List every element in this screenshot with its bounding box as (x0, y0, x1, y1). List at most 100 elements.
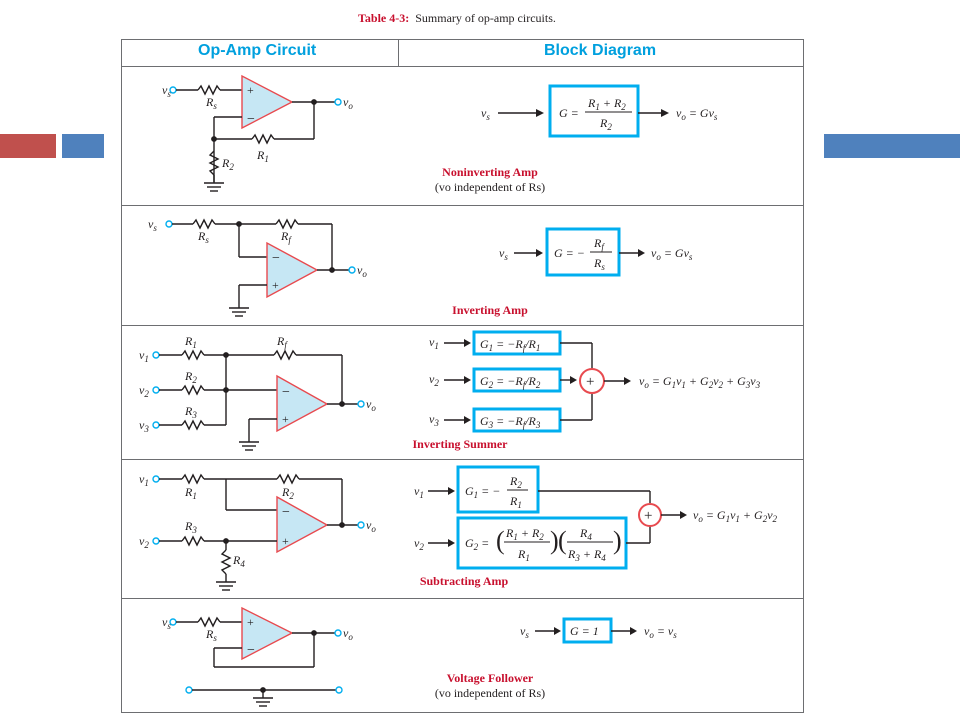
row-noninverting: + − vs Rs vo R1 R2 vs G = R1 + R2 R2 vo … (122, 67, 803, 206)
svg-text:vs: vs (520, 624, 529, 640)
svg-text:+: + (644, 508, 652, 524)
svg-text:R3: R3 (184, 519, 197, 535)
caption-subtracting: Subtracting Amp (364, 574, 564, 589)
svg-text:vs: vs (162, 615, 171, 631)
svg-text:v3: v3 (429, 412, 439, 428)
svg-text:vo = G1v1 + G2v2 + G3v3: vo = G1v1 + G2v2 + G3v3 (639, 374, 761, 390)
row-title: Inverting Amp (452, 303, 528, 317)
accent-bar-right (824, 134, 960, 158)
svg-text:v3: v3 (139, 418, 149, 434)
row-note: (vo independent of Rs) (434, 686, 546, 700)
svg-text:R1 + R2: R1 + R2 (587, 96, 626, 112)
svg-text:v1: v1 (414, 484, 424, 500)
caption-noninverting: Noninverting Amp (vo independent of Rs) (390, 165, 590, 195)
svg-text:Rs: Rs (197, 229, 209, 245)
accent-bar-red (0, 134, 56, 158)
svg-text:+: + (282, 412, 289, 426)
svg-text:v2: v2 (139, 383, 149, 399)
svg-text:Rs: Rs (205, 95, 217, 111)
voltage-follower-diagram: + − vs Rs vo vs G = 1 vo = vs (162, 606, 677, 707)
row-subtracting: − + v1 v2 R1 R2 R3 R4 vo v1 v2 G1 = − R2… (122, 460, 803, 599)
row-title: Noninverting Amp (442, 165, 538, 179)
svg-text:v1: v1 (429, 335, 439, 351)
svg-text:vo: vo (343, 626, 353, 642)
svg-text:−: − (247, 112, 255, 127)
svg-text:vo: vo (357, 263, 367, 279)
header-block-diagram: Block Diagram (544, 42, 657, 59)
accent-bar-blue (62, 134, 104, 158)
svg-text:G2 = −Rf/R2: G2 = −Rf/R2 (480, 374, 541, 390)
row-inverting: − + vs Rs Rf vo vs G = − Rf Rs vo = Gvs … (122, 206, 803, 326)
svg-text:vo: vo (343, 95, 353, 111)
svg-text:R2: R2 (281, 485, 294, 501)
table-header: Op-Amp Circuit Block Diagram (122, 40, 803, 67)
svg-text:+: + (272, 278, 279, 292)
svg-text:G = −: G = − (554, 246, 585, 260)
svg-text:R2: R2 (184, 369, 197, 385)
svg-text:R1: R1 (509, 494, 522, 510)
svg-text:R1: R1 (184, 485, 197, 501)
noninverting-diagram: + − vs Rs vo R1 R2 vs G = R1 + R2 R2 vo … (162, 74, 718, 192)
subtracting-diagram: − + v1 v2 R1 R2 R3 R4 vo v1 v2 G1 = − R2… (139, 465, 778, 591)
svg-text:R3 + R4: R3 + R4 (567, 547, 606, 563)
svg-text:G3 = −Rf/R3: G3 = −Rf/R3 (480, 414, 541, 430)
svg-text:R1: R1 (256, 148, 269, 164)
svg-text:v1: v1 (139, 348, 149, 364)
svg-text:−: − (272, 251, 280, 266)
svg-text:vo = vs: vo = vs (644, 624, 677, 640)
svg-text:G =: G = (559, 106, 579, 120)
table-number: Table 4-3: (358, 11, 410, 25)
svg-text:Rf: Rf (593, 236, 605, 252)
svg-text:G = 1: G = 1 (570, 624, 599, 638)
caption-inverting-summer: Inverting Summer (360, 437, 560, 452)
svg-text:Rs: Rs (205, 627, 217, 643)
svg-text:−: − (282, 385, 290, 400)
row-inverting-summer: − + v1 v2 v3 R1 R2 R3 Rf vo v1 v2 v3 G1 … (122, 326, 803, 460)
caption-inverting: Inverting Amp (390, 303, 590, 318)
svg-text:G2 =: G2 = (465, 536, 489, 552)
row-title: Subtracting Amp (419, 574, 509, 588)
svg-text:vs: vs (499, 246, 508, 262)
table-title: Table 4-3:Summary of op-amp circuits. (358, 11, 556, 26)
svg-text:(: ( (496, 526, 505, 555)
row-title: Voltage Follower (446, 671, 534, 685)
svg-text:+: + (247, 83, 254, 97)
svg-text:vs: vs (481, 106, 490, 122)
row-title: Inverting Summer (412, 437, 508, 451)
svg-text:R1 + R2: R1 + R2 (505, 526, 544, 542)
svg-text:G1 = −: G1 = − (465, 484, 500, 500)
svg-text:Rs: Rs (593, 256, 605, 272)
svg-text:vo: vo (366, 397, 376, 413)
svg-text:vo = Gvs: vo = Gvs (651, 246, 693, 262)
svg-text:vo = G1v1 + G2v2: vo = G1v1 + G2v2 (693, 508, 778, 524)
svg-text:−: − (282, 505, 290, 520)
svg-text:vo: vo (366, 518, 376, 534)
inverting-diagram: − + vs Rs Rf vo vs G = − Rf Rs vo = Gvs (148, 217, 693, 317)
svg-text:vo = Gvs: vo = Gvs (676, 106, 718, 122)
svg-text:): ) (550, 526, 559, 555)
svg-text:R2: R2 (599, 116, 612, 132)
row-note: (vo independent of Rs) (434, 180, 546, 194)
svg-text:vs: vs (148, 217, 157, 233)
svg-text:v2: v2 (429, 372, 439, 388)
svg-text:R1: R1 (517, 547, 530, 563)
svg-text:+: + (247, 615, 254, 629)
svg-text:vs: vs (162, 83, 171, 99)
svg-text:R2: R2 (221, 156, 234, 172)
svg-text:+: + (586, 374, 594, 390)
svg-text:−: − (247, 643, 255, 658)
svg-text:v1: v1 (139, 472, 149, 488)
svg-text:): ) (613, 526, 622, 555)
svg-text:+: + (282, 534, 289, 548)
inverting-summer-diagram: − + v1 v2 v3 R1 R2 R3 Rf vo v1 v2 v3 G1 … (139, 330, 761, 451)
caption-voltage-follower: Voltage Follower (vo independent of Rs) (390, 671, 590, 701)
svg-text:v2: v2 (414, 536, 424, 552)
svg-text:G1 = −Rf/R1: G1 = −Rf/R1 (480, 337, 540, 353)
row-voltage-follower: + − vs Rs vo vs G = 1 vo = vs Voltage Fo… (122, 599, 803, 712)
header-opamp-circuit: Op-Amp Circuit (198, 42, 317, 59)
svg-text:R3: R3 (184, 404, 197, 420)
summary-table: Op-Amp Circuit Block Diagram (121, 39, 804, 713)
svg-text:(: ( (558, 526, 567, 555)
svg-text:Rf: Rf (276, 334, 288, 350)
svg-text:R4: R4 (579, 526, 592, 542)
